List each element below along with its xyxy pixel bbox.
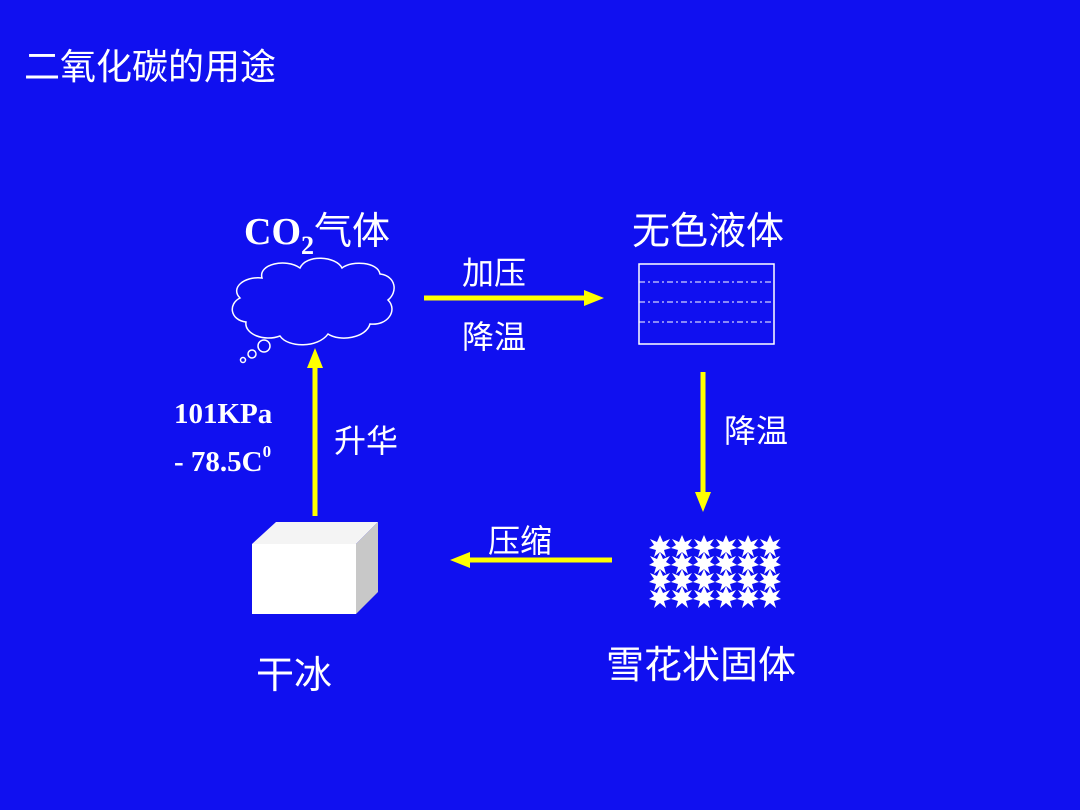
snowflake-grid-icon — [649, 535, 781, 608]
liquid-state-label: 无色液体 — [632, 209, 785, 253]
dry-ice-block-icon — [252, 522, 378, 614]
compress-label: 压缩 — [488, 522, 553, 560]
slide-title: 二氧化碳的用途 — [24, 47, 277, 88]
gas-formula: CO — [244, 211, 301, 253]
gas-cloud-icon — [231, 257, 395, 364]
dry-ice-state-label: 干冰 — [256, 653, 333, 697]
gas-formula-subscript: 2 — [301, 231, 314, 260]
gas-state-label: CO2气体 — [244, 200, 390, 261]
liquid-container-icon — [638, 263, 775, 345]
cooling-label-1: 降温 — [462, 318, 527, 356]
temperature-superscript: 0 — [262, 442, 272, 461]
cooling-label-2: 降温 — [724, 412, 789, 450]
pressure-condition: 101KPa — [174, 398, 273, 430]
pressurize-label: 加压 — [462, 254, 527, 292]
temperature-condition: - 78.5C0 — [174, 442, 271, 479]
temperature-value: - 78.5C — [174, 446, 263, 478]
arrow-solid-to-dryice — [450, 552, 612, 568]
arrow-gas-to-liquid — [424, 290, 604, 306]
gas-suffix: 气体 — [314, 209, 391, 253]
sublimation-label: 升华 — [334, 422, 399, 460]
arrow-liquid-to-solid — [695, 372, 711, 512]
snow-solid-state-label: 雪花状固体 — [606, 643, 797, 687]
arrow-dryice-to-gas — [307, 348, 323, 516]
